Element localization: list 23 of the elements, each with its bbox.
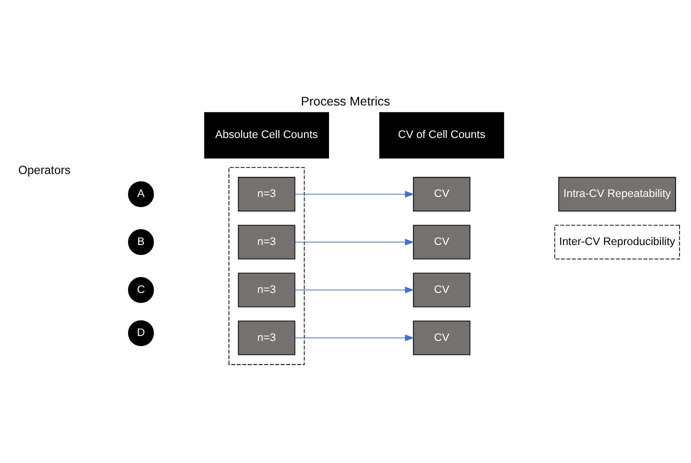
node-box: Absolute Cell Counts <box>204 112 330 158</box>
arrow <box>294 334 414 342</box>
node-box: Inter-CV Reproducibility <box>554 224 680 260</box>
label: Operators <box>18 164 71 178</box>
node-box: n=3 <box>238 320 296 356</box>
node-circle: C <box>128 277 154 303</box>
node-box: CV of Cell Counts <box>379 112 504 158</box>
node-circle: B <box>128 229 154 256</box>
node-box: CV <box>413 272 470 308</box>
node-box: n=3 <box>238 224 296 260</box>
arrow <box>294 286 414 294</box>
diagram-title: Process Metrics <box>300 94 390 108</box>
node-box: CV <box>413 176 470 212</box>
node-box: Intra-CV Repeatability <box>558 176 676 212</box>
node-box: CV <box>413 320 470 356</box>
cluster <box>228 167 305 365</box>
node-circle: A <box>128 181 154 208</box>
arrow <box>294 190 414 198</box>
node-circle: D <box>128 320 154 346</box>
node-box: n=3 <box>238 272 296 308</box>
arrow <box>294 238 414 246</box>
node-box: CV <box>413 224 470 260</box>
node-box: n=3 <box>238 176 296 212</box>
